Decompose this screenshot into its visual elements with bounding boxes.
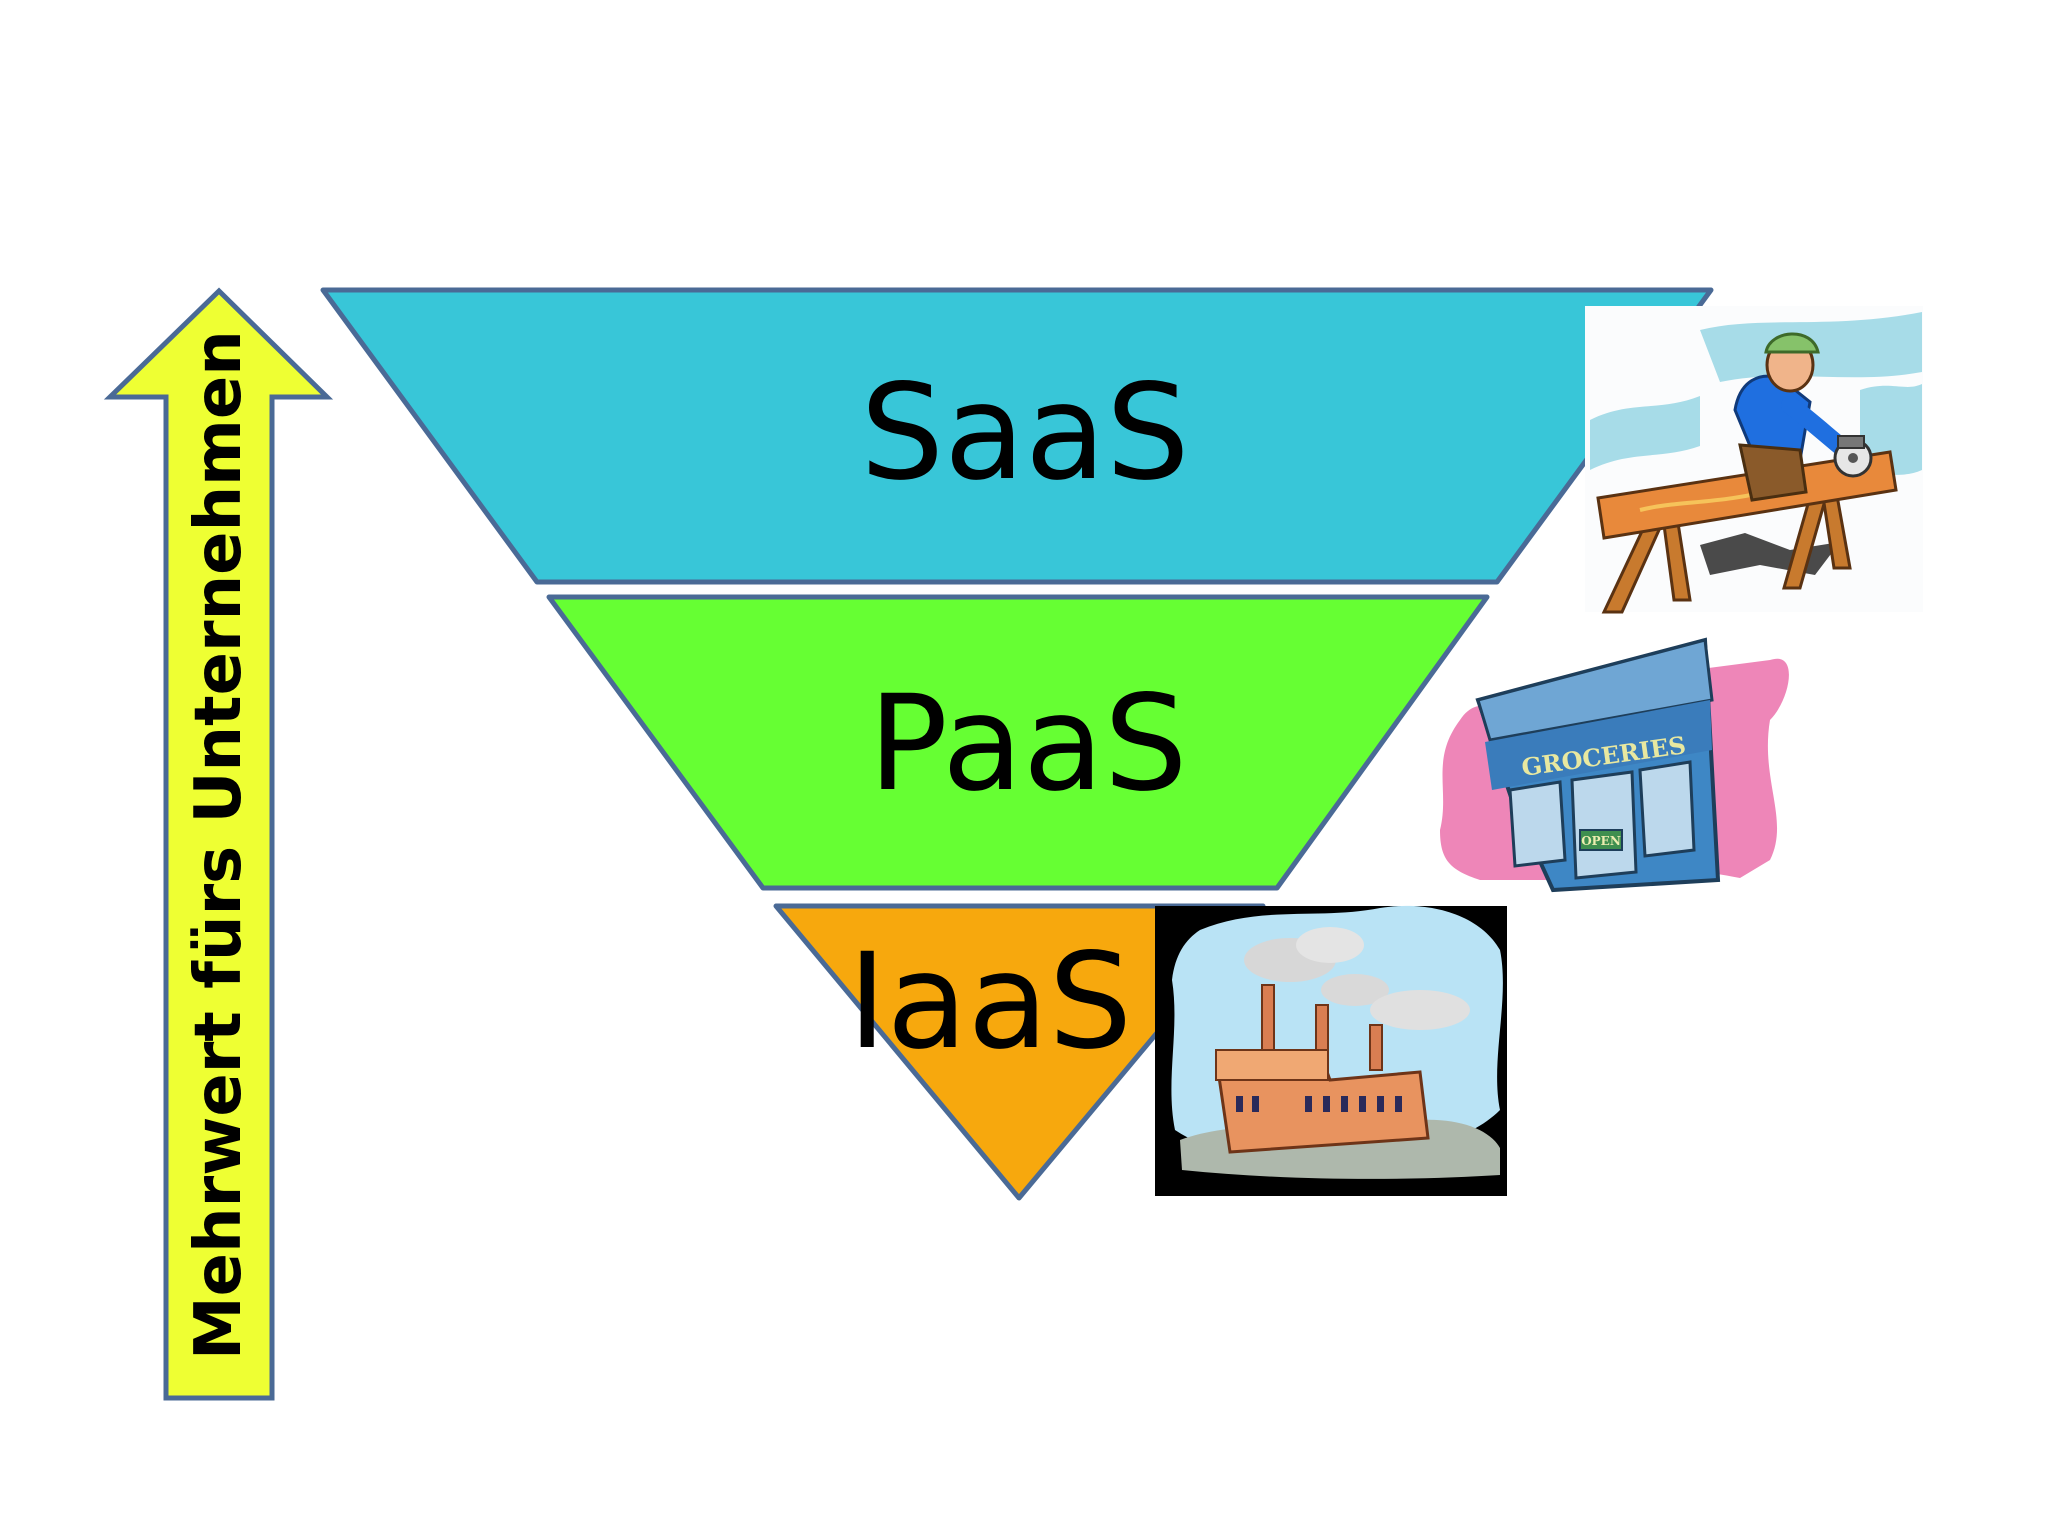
- factory-icon: [1155, 905, 1507, 1196]
- paas-layer-label: PaaS: [868, 667, 1187, 821]
- paas-layer-shape: [546, 594, 1490, 891]
- grocery-store-icon: GROCERIES OPEN: [1440, 637, 1789, 893]
- carpenter-sawing-icon: [1585, 306, 1923, 614]
- iaas-layer-shape: [773, 903, 1266, 1201]
- value-arrow-shape: [103, 287, 334, 1401]
- saas-layer-shape: [320, 287, 1714, 585]
- grocery-store-door-sign: OPEN: [1581, 834, 1621, 848]
- saas-layer: SaaS: [320, 287, 1714, 585]
- iaas-layer: IaaS: [773, 903, 1266, 1201]
- value-arrow-label: Mehrwert fürs Unternehmen: [182, 330, 256, 1360]
- paas-layer: PaaS: [546, 594, 1490, 891]
- saas-layer-label: SaaS: [860, 356, 1189, 510]
- iaas-layer-label: IaaS: [848, 925, 1133, 1079]
- value-arrow: Mehrwert fürs Unternehmen: [103, 287, 334, 1401]
